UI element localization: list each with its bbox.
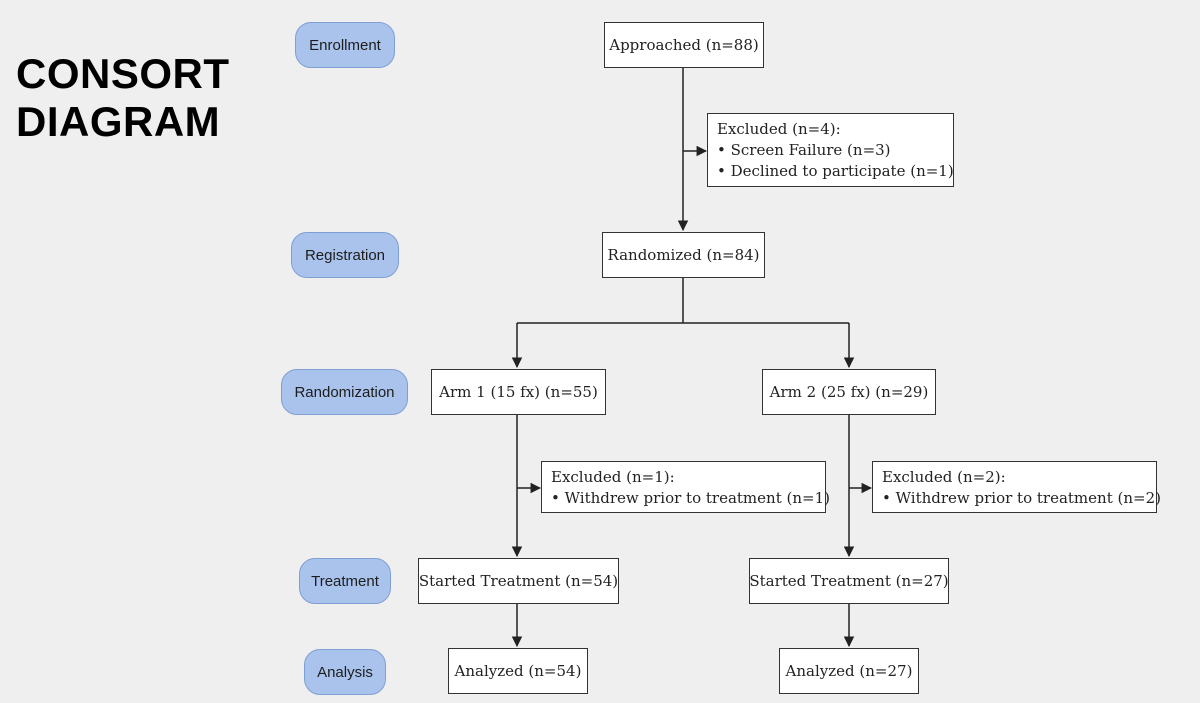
box-arm1-analyzed: Analyzed (n=54) [448,648,588,694]
box-arm1-label: Arm 1 (15 fx) (n=55) [439,383,598,401]
box-arm1-excluded: Excluded (n=1): Withdrew prior to treatm… [541,461,830,513]
box-arm1-analyzed-label: Analyzed (n=54) [454,662,582,680]
box-arm1: Arm 1 (15 fx) (n=55) [431,369,606,415]
list-item: Withdrew prior to treatment (n=1) [551,488,830,509]
title-line-2: DIAGRAM [16,98,221,145]
box-arm2-label: Arm 2 (25 fx) (n=29) [769,383,929,401]
box-randomized: Randomized (n=84) [602,232,765,278]
box-randomized-label: Randomized (n=84) [607,246,760,264]
list-item: Screen Failure (n=3) [717,140,953,161]
stage-enrollment: Enrollment [295,22,395,68]
arm2-excluded-heading: Excluded (n=2): [882,468,1006,486]
box-approached: Approached (n=88) [604,22,764,68]
box-approached-label: Approached (n=88) [609,36,759,54]
box-arm1-started-label: Started Treatment (n=54) [418,572,619,590]
stage-analysis: Analysis [304,649,386,695]
box-enrollment-excluded: Excluded (n=4): Screen Failure (n=3) Dec… [707,113,954,187]
title-line-1: CONSORT [16,50,230,97]
arm1-excluded-heading: Excluded (n=1): [551,468,675,486]
stage-registration: Registration [291,232,399,278]
diagram-title: CONSORT DIAGRAM [16,50,230,146]
list-item: Withdrew prior to treatment (n=2) [882,488,1161,509]
arm2-excluded-list: Withdrew prior to treatment (n=2) [882,488,1161,509]
enrollment-excluded-list: Screen Failure (n=3) Declined to partici… [717,140,954,182]
stage-treatment: Treatment [299,558,391,604]
stage-randomization: Randomization [281,369,408,415]
box-arm2-started-label: Started Treatment (n=27) [749,572,949,590]
box-arm2-analyzed-label: Analyzed (n=27) [785,662,913,680]
arm1-excluded-list: Withdrew prior to treatment (n=1) [551,488,830,509]
stage-registration-label: Registration [304,246,386,264]
box-arm2-started: Started Treatment (n=27) [749,558,949,604]
box-arm2-analyzed: Analyzed (n=27) [779,648,919,694]
box-arm2-excluded: Excluded (n=2): Withdrew prior to treatm… [872,461,1161,513]
stage-randomization-label: Randomization [294,383,395,401]
enrollment-excluded-heading: Excluded (n=4): [717,120,841,138]
stage-enrollment-label: Enrollment [309,36,381,54]
box-arm1-started: Started Treatment (n=54) [418,558,619,604]
stage-analysis-label: Analysis [317,663,373,681]
list-item: Declined to participate (n=1) [717,161,954,182]
box-arm2: Arm 2 (25 fx) (n=29) [762,369,936,415]
stage-treatment-label: Treatment [311,572,379,590]
